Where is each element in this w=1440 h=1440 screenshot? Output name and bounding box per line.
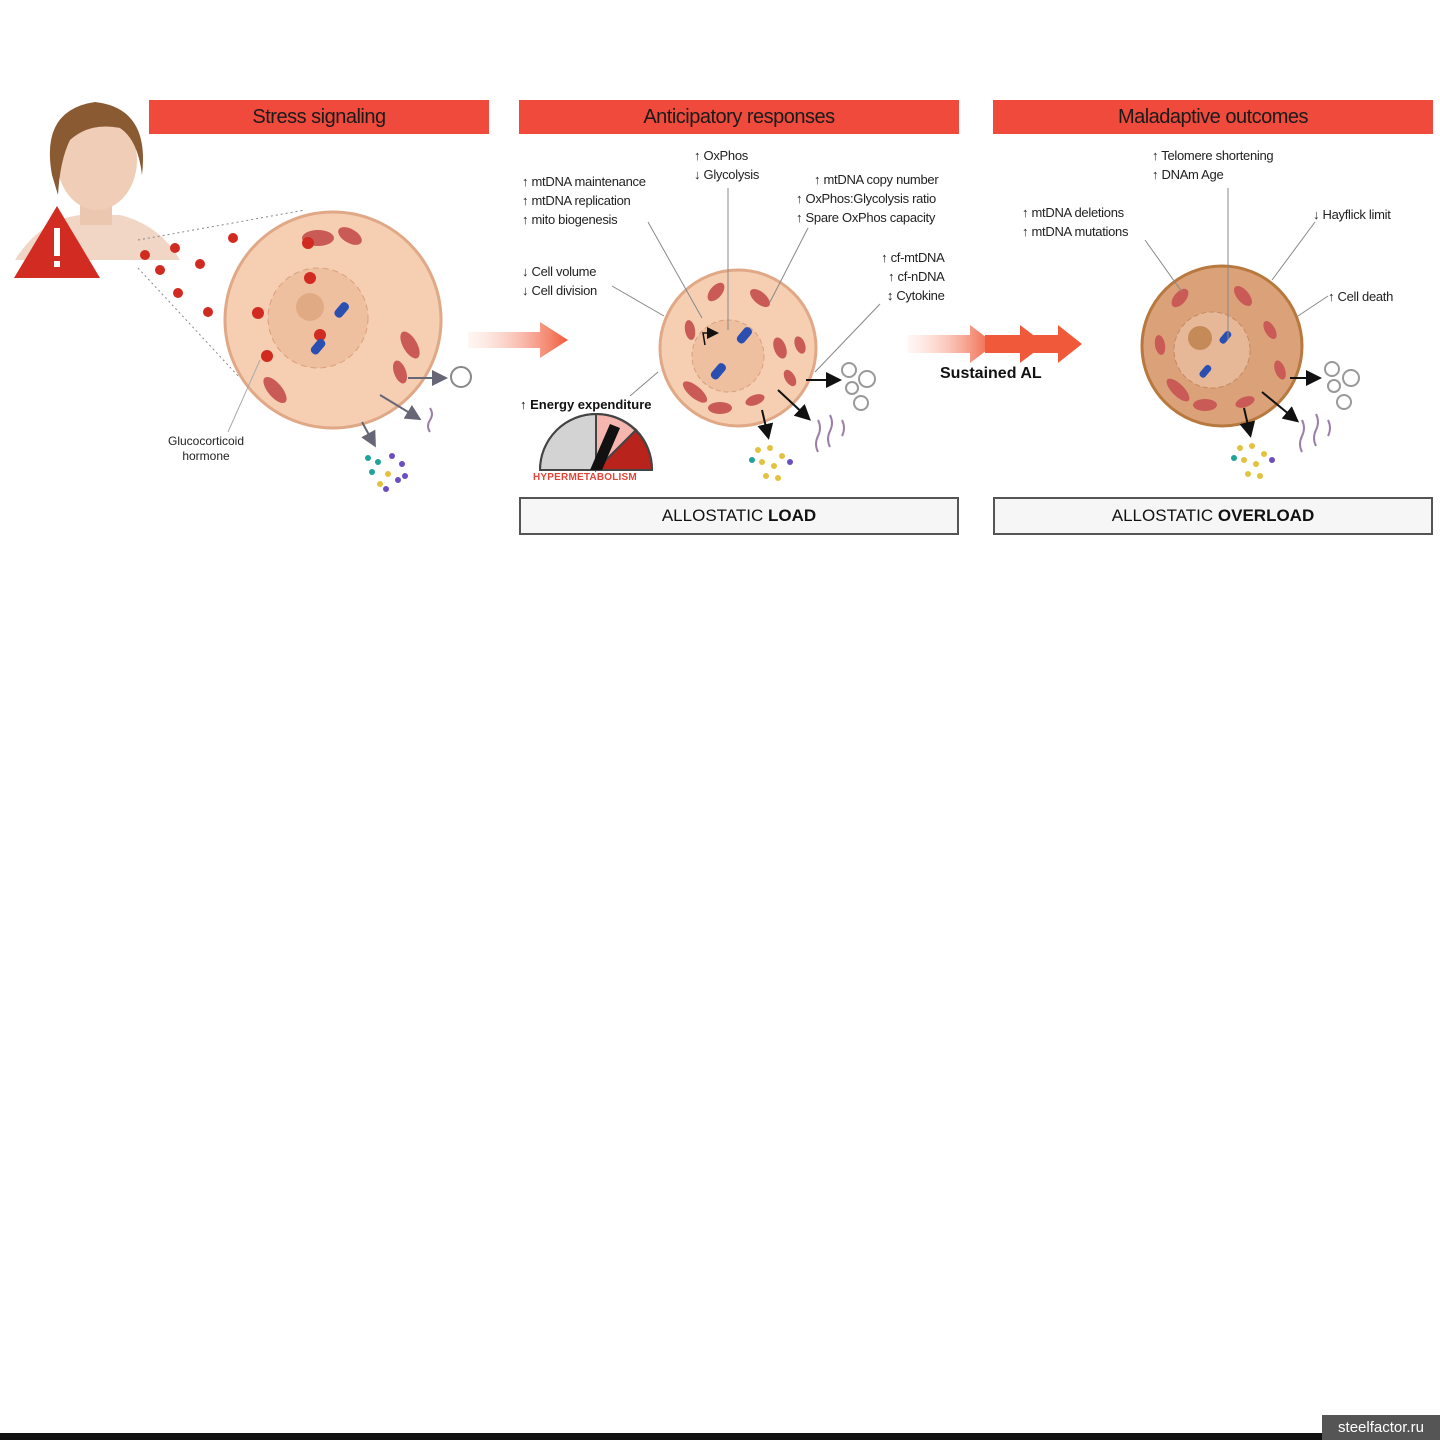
label-line: ↑ mtDNA maintenance (522, 174, 646, 189)
label-line: ↑ DNAm Age (1152, 167, 1224, 182)
label-hayflick: ↓ Hayflick limit (1313, 205, 1391, 224)
label-mtdna-group: ↑ mtDNA maintenance ↑ mtDNA replication … (522, 172, 646, 229)
label-telomere-group: ↑ Telomere shortening ↑ DNAm Age (1152, 146, 1274, 184)
label-line: ↑ Cell death (1328, 289, 1394, 304)
pointer-lines-anticipatory (611, 188, 881, 397)
hormone-pointer (227, 359, 261, 433)
banner-maladaptive-outcomes: Maladaptive outcomes (993, 100, 1433, 134)
allostatic-load-bold: LOAD (767, 506, 817, 525)
label-line: ↑ mito biogenesis (522, 212, 618, 227)
cell-overload (1140, 264, 1360, 479)
label-cell-volume-group: ↓ Cell volume ↓ Cell division (522, 262, 597, 300)
label-line: ↕ Cytokine (886, 288, 945, 303)
watermark: steelfactor.ru (1322, 1415, 1440, 1440)
label-line: ↑ mtDNA mutations (1022, 224, 1129, 239)
banner-stress-signaling: Stress signaling (149, 100, 489, 134)
label-copy-number-group: ↑ mtDNA copy number ↑ OxPhos:Glycolysis … (796, 170, 939, 227)
arrow-sustained (908, 325, 1082, 363)
banner-anticipatory-responses: Anticipatory responses (519, 100, 959, 134)
arrow-stress-to-anticipatory (468, 322, 568, 358)
label-line: ↑ mtDNA copy number (814, 172, 939, 187)
label-oxphos-group: ↑ OxPhos ↓ Glycolysis (694, 146, 759, 184)
label-line: ↑ cf-mtDNA (881, 250, 945, 265)
cell-anticipatory (658, 268, 876, 481)
label-line: ↑ mtDNA replication (522, 193, 631, 208)
allostatic-overload-prefix: ALLOSTATIC (1111, 506, 1218, 525)
hypermetabolism-label: HYPERMETABOLISM (533, 472, 637, 483)
label-line: ↓ Hayflick limit (1313, 207, 1391, 222)
zoom-line (137, 209, 306, 241)
label-line: ↑ cf-nDNA (888, 269, 945, 284)
energy-expenditure-label: ↑ Energy expenditure (520, 397, 652, 412)
allostatic-overload-box: ALLOSTATIC OVERLOAD (993, 497, 1433, 535)
label-line: ↓ Glycolysis (694, 167, 760, 182)
glucocorticoid-label: Glucocorticoid hormone (146, 434, 266, 464)
label-line: ↑ mtDNA deletions (1022, 205, 1124, 220)
allostatic-load-prefix: ALLOSTATIC (661, 506, 768, 525)
allostatic-load-box: ALLOSTATIC LOAD (519, 497, 959, 535)
warning-icon (14, 206, 100, 278)
zoom-line (137, 267, 241, 379)
label-cf-group: ↑ cf-mtDNA ↑ cf-nDNA ↕ Cytokine (880, 248, 945, 305)
label-mtdna-deletions-group: ↑ mtDNA deletions ↑ mtDNA mutations (1022, 203, 1128, 241)
label-line: ↑ OxPhos:Glycolysis ratio (796, 191, 936, 206)
hypermetabolism-gauge (538, 412, 654, 473)
footer-bar (0, 1433, 1440, 1440)
label-line: ↑ Spare OxPhos capacity (796, 210, 936, 225)
pointer-lines-overload (1144, 188, 1329, 340)
label-line: ↓ Cell division (522, 283, 597, 298)
chromosome-icon (310, 302, 349, 355)
label-line: ↑ OxPhos (694, 148, 748, 163)
glucocorticoid-label-text: Glucocorticoid hormone (167, 434, 245, 463)
sustained-al-label: Sustained AL (940, 365, 1042, 382)
label-line: ↓ Cell volume (522, 264, 597, 279)
cell-stress (223, 210, 472, 492)
label-line: ↑ Telomere shortening (1152, 148, 1274, 163)
label-cell-death: ↑ Cell death (1328, 287, 1393, 306)
allostatic-overload-bold: OVERLOAD (1217, 506, 1315, 525)
